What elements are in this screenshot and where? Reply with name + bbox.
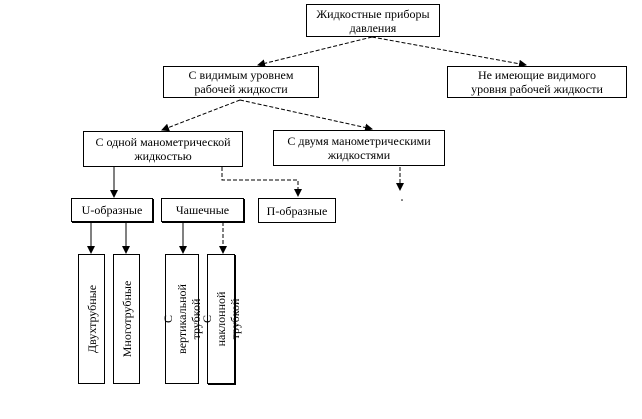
node-visible-level-label: С видимым уровнем рабочей жидкости bbox=[188, 68, 294, 96]
node-root: Жидкостные приборы давления bbox=[306, 4, 440, 37]
node-p-type: П-образные bbox=[258, 198, 336, 223]
node-multi-tube: Многотрубные bbox=[113, 254, 140, 384]
node-vertical-tube: С вертикальной трубкой bbox=[161, 254, 203, 384]
connector-one-to-p bbox=[221, 167, 302, 197]
node-two-tube: Двухтрубные bbox=[78, 254, 105, 384]
node-one-liquid: С одной манометрической жидкостью bbox=[83, 131, 243, 167]
node-two-tube-label: Двухтрубные bbox=[84, 284, 99, 354]
node-two-liquids: С двумя манометрическими жидкостями bbox=[273, 130, 445, 166]
connector-visible-to-one bbox=[161, 99, 241, 132]
node-two-liquids-label: С двумя манометрическими жидкостями bbox=[287, 134, 431, 162]
node-u-type-label: U-образные bbox=[81, 203, 143, 217]
connector-visible-to-two bbox=[239, 99, 373, 132]
node-multi-tube-label: Многотрубные bbox=[119, 280, 134, 358]
node-inclined-tube: С наклонной трубкой bbox=[200, 254, 242, 384]
node-no-visible-level: Не имеющие видимого уровня рабочей жидко… bbox=[447, 66, 627, 98]
node-p-type-label: П-образные bbox=[266, 203, 328, 218]
node-one-liquid-label: С одной манометрической жидкостью bbox=[95, 135, 231, 163]
connector-root-to-nonvisible bbox=[371, 36, 527, 68]
node-inclined-tube-label: С наклонной трубкой bbox=[200, 291, 242, 347]
node-vertical-tube-label: С вертикальной трубкой bbox=[161, 284, 203, 354]
node-no-visible-level-label: Не имеющие видимого уровня рабочей жидко… bbox=[471, 68, 603, 96]
node-root-label: Жидкостные приборы давления bbox=[316, 6, 430, 35]
node-visible-level: С видимым уровнем рабочей жидкости bbox=[163, 66, 319, 98]
node-u-type: U-образные bbox=[71, 198, 153, 222]
connector-root-to-visible bbox=[257, 36, 373, 68]
node-cup-type-label: Чашечные bbox=[175, 203, 230, 217]
terminal-dot bbox=[401, 199, 403, 201]
node-cup-type: Чашечные bbox=[161, 198, 244, 222]
